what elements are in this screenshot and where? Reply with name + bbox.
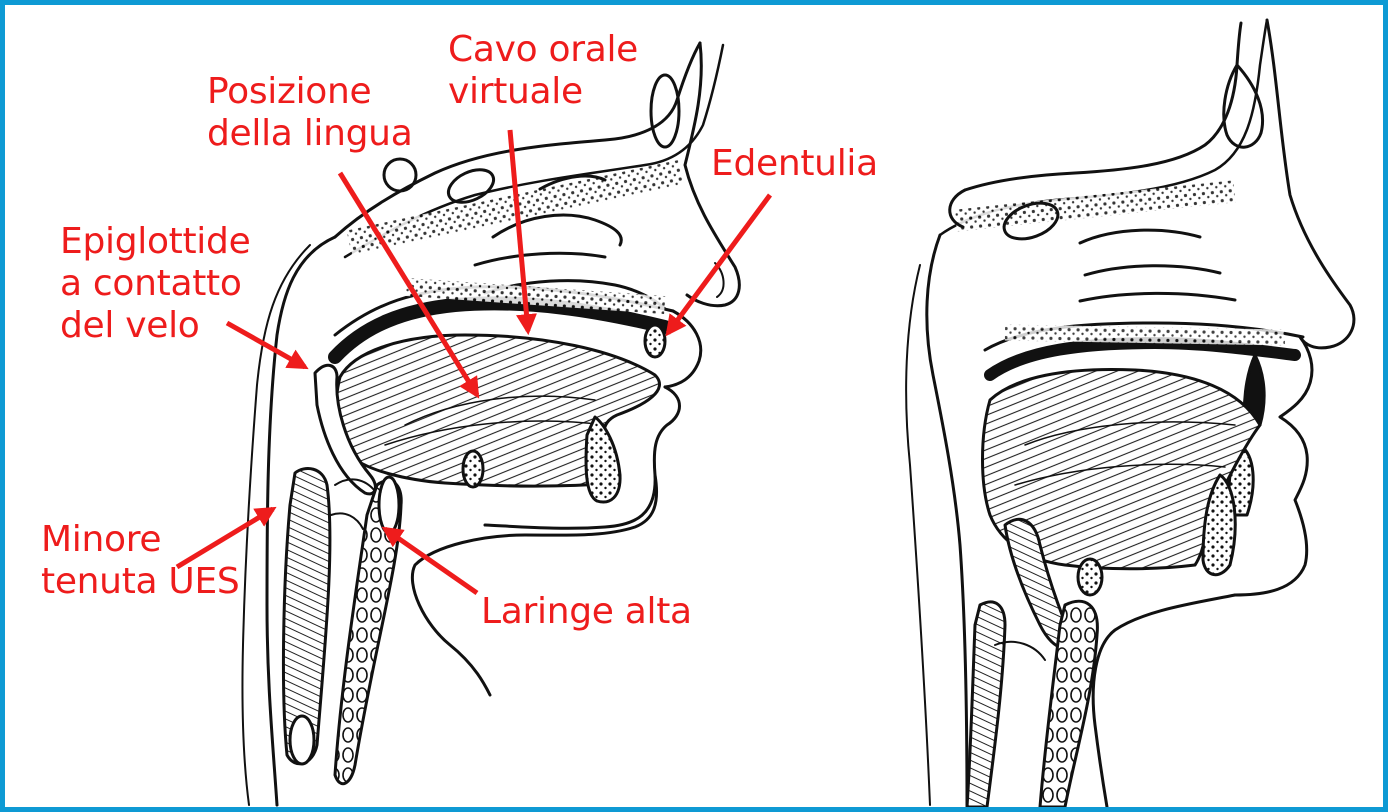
label-line: Cavo orale — [448, 29, 638, 71]
label-posizione-lingua: Posizione della lingua — [207, 71, 412, 155]
label-line: Epiglottide — [60, 221, 250, 263]
label-line: Laringe alta — [481, 591, 692, 633]
label-line: Minore — [41, 519, 239, 561]
label-line: della lingua — [207, 113, 412, 155]
left-anatomy-drawing — [242, 43, 739, 805]
label-line: Posizione — [207, 71, 412, 113]
left-chin-neck — [412, 475, 656, 695]
right-nose — [1267, 20, 1354, 348]
label-line: virtuale — [448, 71, 638, 113]
right-turbinates — [1080, 230, 1200, 243]
label-line: a contatto — [60, 263, 250, 305]
label-epiglottide: Epiglottide a contatto del velo — [60, 221, 250, 347]
left-upper-lip — [665, 311, 701, 387]
label-cavo-orale: Cavo orale virtuale — [448, 29, 638, 113]
label-minore-tenuta: Minore tenuta UES — [41, 519, 239, 603]
right-skull-base — [965, 23, 1241, 190]
label-line: tenuta UES — [41, 561, 239, 603]
right-chin-neck — [1093, 595, 1235, 807]
label-line: Edentulia — [711, 143, 878, 185]
label-laringe-alta: Laringe alta — [481, 591, 692, 633]
right-esophagus — [967, 602, 1005, 807]
arrow-laringe-alta — [385, 529, 477, 593]
arrow-edentulia — [668, 195, 770, 333]
right-pharynx-wall — [927, 235, 967, 805]
label-edentulia: Edentulia — [711, 143, 878, 185]
label-line: del velo — [60, 305, 250, 347]
right-anatomy-drawing — [906, 20, 1354, 807]
